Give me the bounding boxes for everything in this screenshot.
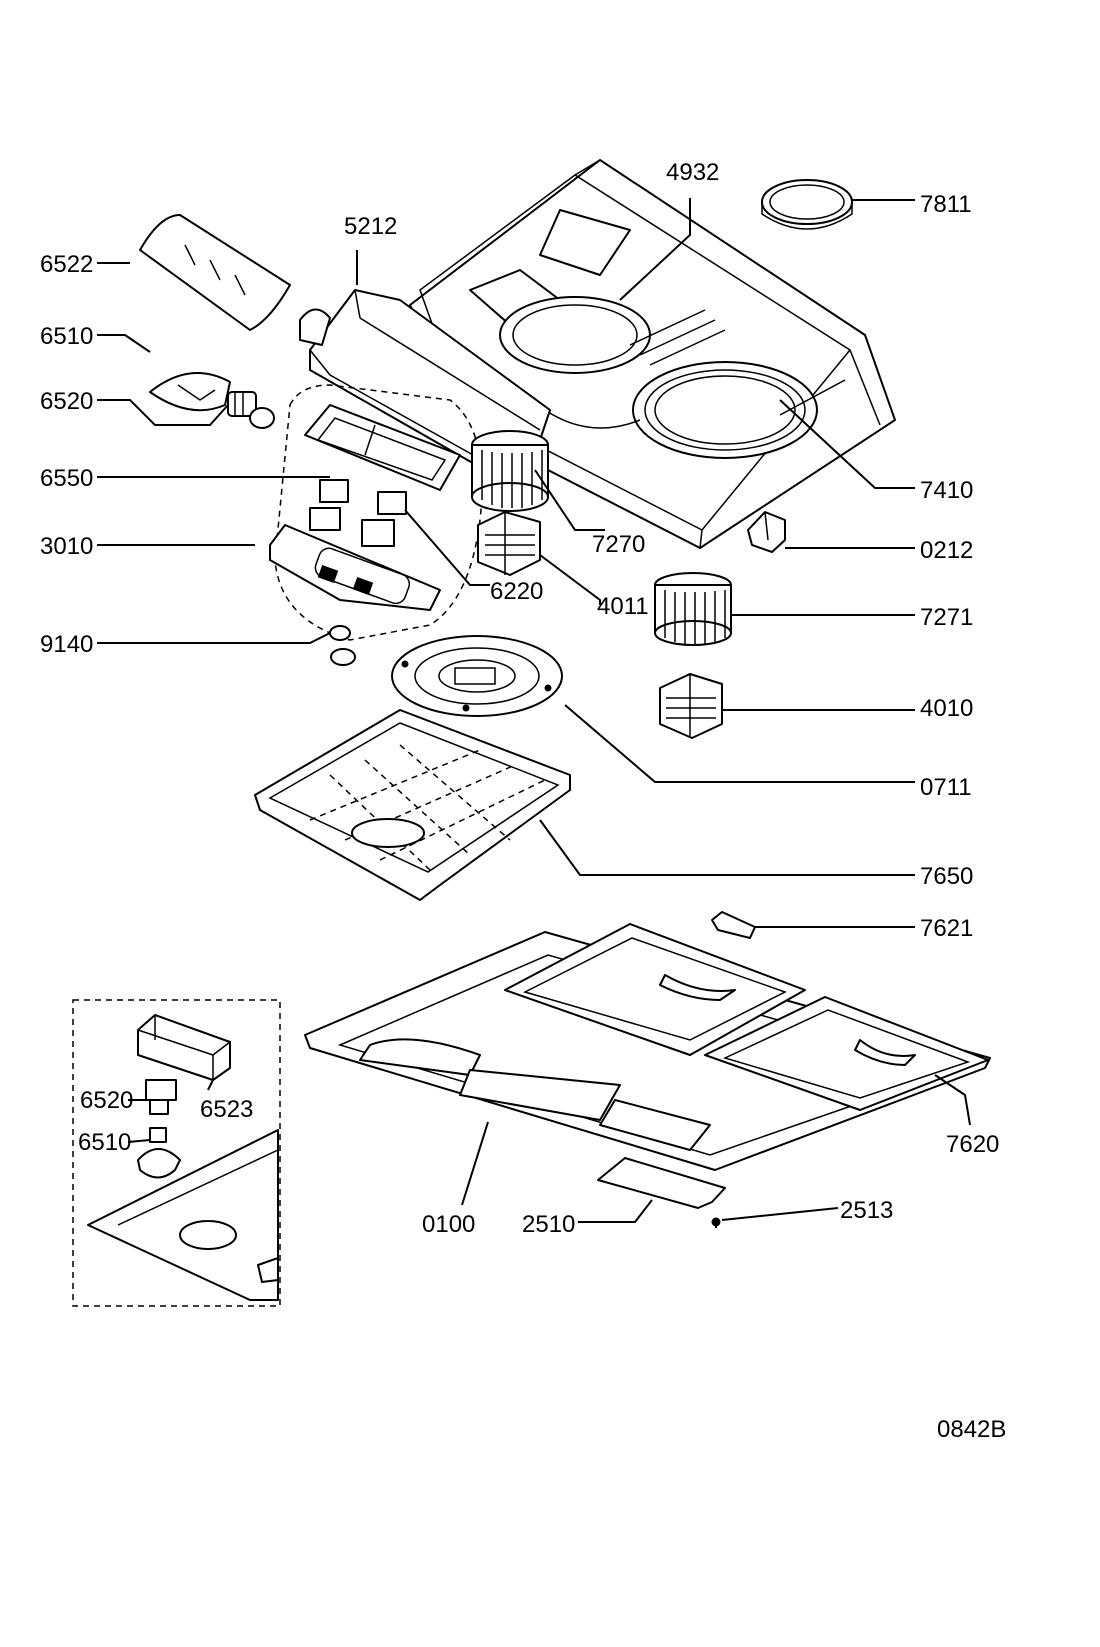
label-6220: 6220 xyxy=(490,578,543,605)
label-2513: 2513 xyxy=(840,1197,893,1224)
motor-4010 xyxy=(659,673,723,739)
label-5212: 5212 xyxy=(344,213,397,240)
bracket-0212 xyxy=(747,511,786,553)
label-7650: 7650 xyxy=(920,863,973,890)
label-4011: 4011 xyxy=(597,593,649,620)
label-6510: 6510 xyxy=(40,323,93,350)
screw-2513 xyxy=(711,1217,721,1228)
socket-6520 xyxy=(227,391,275,429)
blower-wheel-7270 xyxy=(471,430,549,512)
label-9140: 9140 xyxy=(40,631,93,658)
label-0100: 0100 xyxy=(422,1211,475,1238)
leader-lines xyxy=(97,198,971,1223)
label-7620: 7620 xyxy=(946,1131,999,1158)
switch-assembly-3010 xyxy=(269,384,483,641)
ceiling-panel-0100 xyxy=(304,931,991,1171)
label-inset-6520: 6520 xyxy=(80,1087,133,1114)
label-7270: 7270 xyxy=(592,531,645,558)
label-2510: 2510 xyxy=(522,1211,575,1238)
lens-6522 xyxy=(139,214,291,331)
motor-4011 xyxy=(477,511,541,576)
label-4010: 4010 xyxy=(920,695,973,722)
part-labels: 4932 7811 5212 6522 6510 6520 6550 3010 … xyxy=(40,159,1006,1443)
duct-collar-7811 xyxy=(761,179,853,230)
blower-wheel-7271 xyxy=(654,572,732,646)
label-6522: 6522 xyxy=(40,251,93,278)
inset-detail xyxy=(72,999,281,1307)
bulb-6510 xyxy=(149,372,231,412)
label-7271: 7271 xyxy=(920,604,973,631)
label-3010: 3010 xyxy=(40,533,93,560)
lens-panel-7620 xyxy=(504,923,989,1111)
clip-7621 xyxy=(711,911,756,939)
nuts-9140 xyxy=(329,625,356,666)
access-cover-2510 xyxy=(597,1157,726,1209)
grille-7650 xyxy=(254,709,571,901)
mounting-plate-0711 xyxy=(391,635,563,717)
drawing-code: 0842B xyxy=(937,1416,1006,1443)
label-0711: 0711 xyxy=(920,774,972,801)
label-0212: 0212 xyxy=(920,537,973,564)
label-7811: 7811 xyxy=(920,191,972,218)
label-6520: 6520 xyxy=(40,388,93,415)
label-6550: 6550 xyxy=(40,465,93,492)
label-inset-6510: 6510 xyxy=(78,1129,131,1156)
label-inset-6523: 6523 xyxy=(200,1096,253,1123)
label-4932: 4932 xyxy=(666,159,719,186)
label-7410: 7410 xyxy=(920,477,973,504)
label-7621: 7621 xyxy=(920,915,973,942)
